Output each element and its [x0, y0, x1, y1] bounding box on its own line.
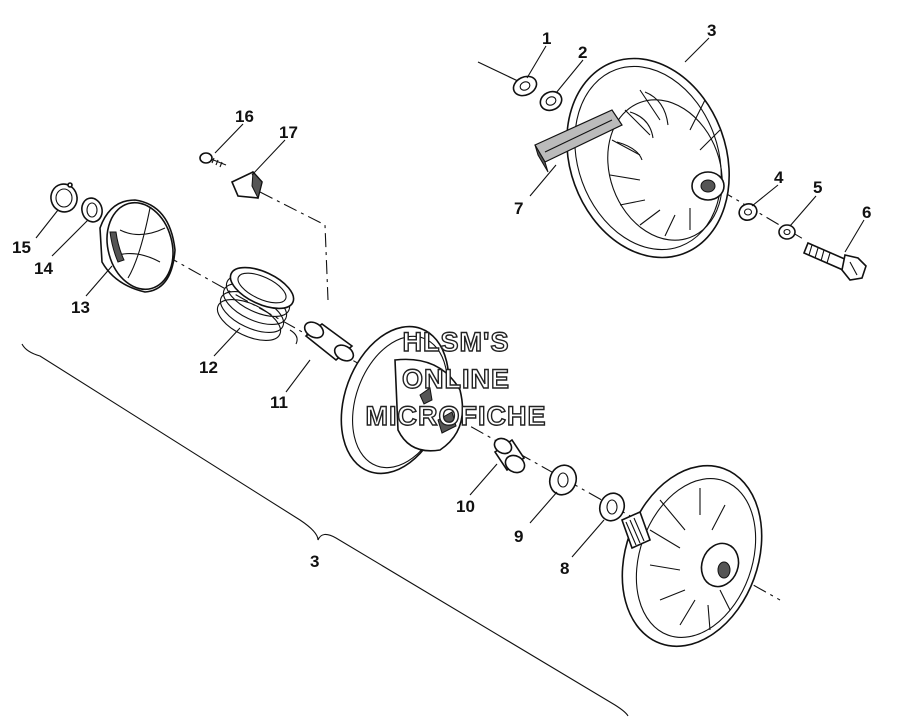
assembly-bracket	[21, 343, 629, 717]
callout-15: 15	[12, 238, 31, 257]
callout-6: 6	[862, 203, 871, 222]
sheave-part-3-top	[566, 57, 730, 259]
callout-1: 1	[542, 29, 551, 48]
watermark-line-3: MICROFICHE	[366, 401, 547, 431]
callout-10: 10	[456, 497, 475, 516]
belt-part-7	[534, 109, 623, 173]
callout-4: 4	[774, 168, 784, 187]
callout-11: 11	[270, 393, 288, 412]
spider-part-13	[99, 199, 176, 293]
lockwasher-part-5	[778, 224, 796, 240]
cam-weight-part-17	[230, 170, 263, 200]
spring-part-12	[216, 266, 298, 345]
top-axis-line	[477, 61, 521, 83]
callout-12: 12	[199, 358, 218, 377]
callout-labels: 1 2 3 4 5 6 7 8 9 10 11 12 13 14 15 16 1…	[12, 21, 871, 578]
callout-7: 7	[514, 199, 523, 218]
leader-lines	[35, 37, 865, 558]
washer-part-14	[81, 197, 103, 223]
snap-ring-part-15	[50, 182, 78, 213]
movable-sheave-part-3	[340, 325, 464, 475]
callout-5: 5	[813, 178, 822, 197]
callout-8: 8	[560, 559, 569, 578]
callout-9: 9	[514, 527, 523, 546]
bushing-part-10	[493, 437, 526, 474]
washer-part-8	[598, 492, 626, 522]
bushing-part-11	[303, 321, 355, 362]
callout-13: 13	[71, 298, 90, 317]
washer-part-9	[548, 464, 578, 496]
watermark: HLSM'S ONLINE MICROFICHE	[365, 326, 547, 431]
callout-3-bottom: 3	[310, 552, 319, 571]
callout-16: 16	[235, 107, 254, 126]
screw-part-16	[199, 152, 227, 168]
callout-2: 2	[578, 43, 587, 62]
fixed-sheave	[620, 464, 763, 648]
bolt-part-6	[802, 241, 867, 281]
callout-3-top: 3	[707, 21, 716, 40]
washer-part-1	[512, 75, 538, 97]
watermark-line-2: ONLINE	[402, 364, 510, 394]
watermark-line-1: HLSM'S	[403, 327, 510, 357]
washer-part-4	[738, 203, 758, 221]
washer-part-2	[539, 90, 563, 112]
callout-14: 14	[34, 259, 53, 278]
callout-17: 17	[279, 123, 298, 142]
